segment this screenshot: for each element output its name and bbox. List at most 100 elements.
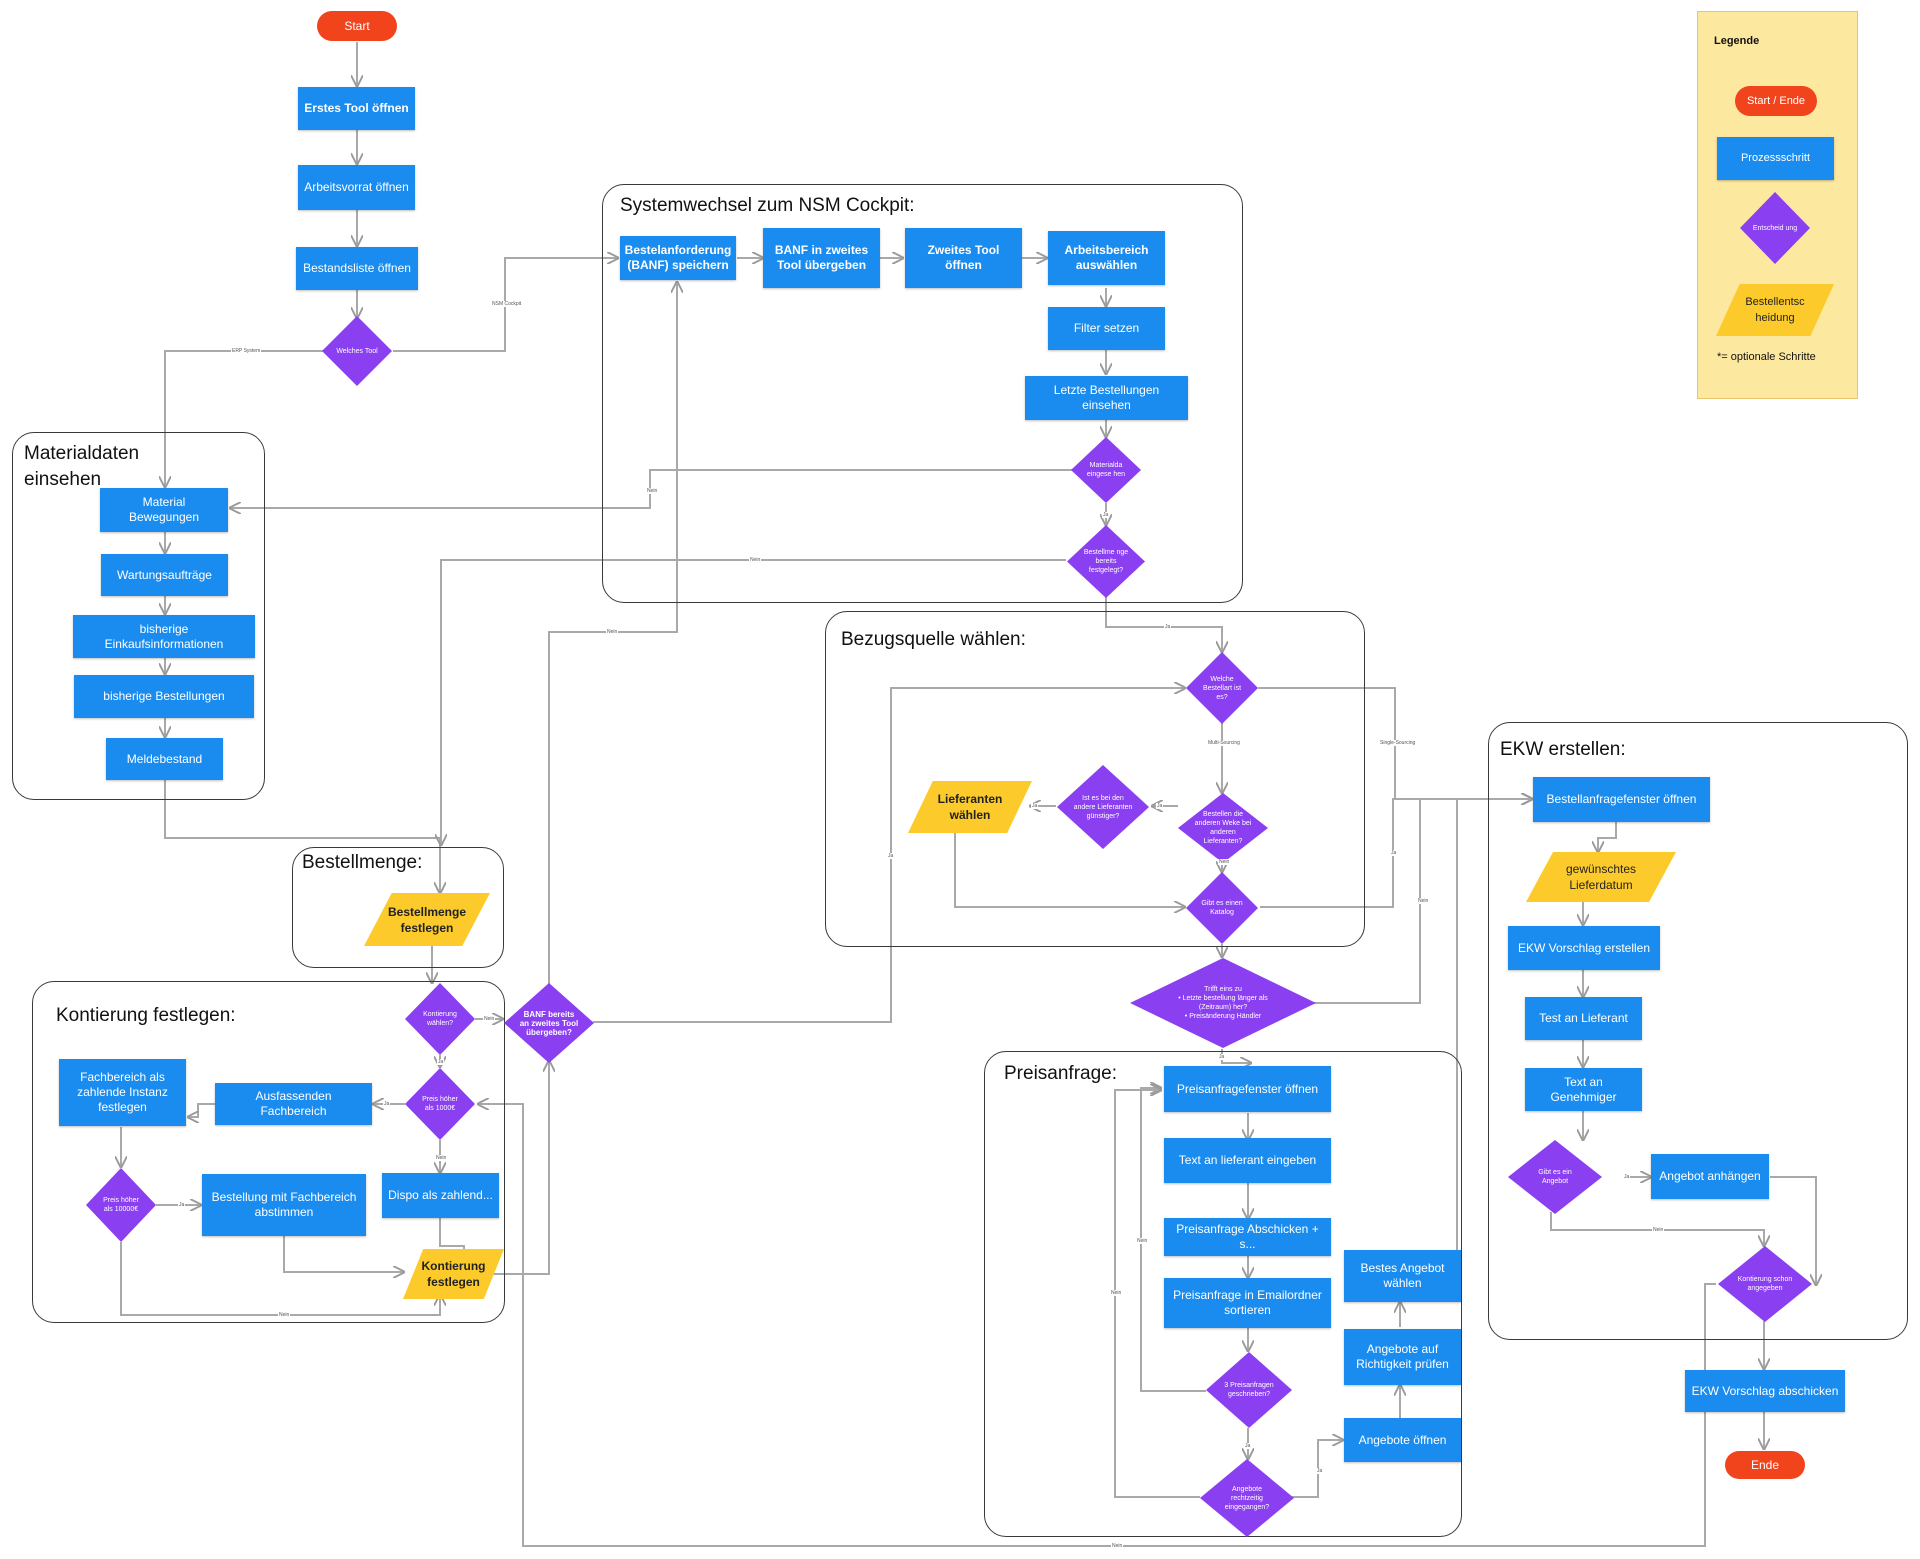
legend-start-ende: Start / Ende	[1735, 86, 1817, 116]
edge-label-nein: Nein	[606, 629, 619, 635]
edge-label-nein: Nein	[1110, 1290, 1123, 1296]
decision-label: Gibt es ein Angebot	[1538, 1169, 1572, 1185]
arbeitsbereich-auswaehlen[interactable]: Arbeitsbereich auswählen	[1048, 231, 1165, 285]
group-title-ekw: EKW erstellen:	[1500, 739, 1626, 760]
edge	[441, 559, 1066, 845]
filter-setzen[interactable]: Filter setzen	[1048, 307, 1165, 350]
edge	[1221, 1049, 1251, 1063]
group-kontierung	[32, 981, 505, 1323]
legend-entscheidung: Entscheid ung	[1740, 192, 1810, 264]
decision-kontierung-waehlen[interactable]: Kontierung wählen?	[405, 983, 475, 1055]
edge-label-ja: Ja	[1390, 850, 1398, 856]
parallelogram-label: Bestellentsc heidung	[1745, 296, 1805, 324]
preisanfragefenster-oeffnen[interactable]: Preisanfragefenster öffnen	[1164, 1066, 1331, 1112]
decision-bestellmenge[interactable]: Bestellme nge bereits festgelegt?	[1067, 525, 1145, 598]
edge-label-nsm: NSM Cockpit	[491, 301, 523, 307]
group-preisanfrage	[984, 1051, 1462, 1537]
dispo-als-zahlend[interactable]: Dispo als zahlend...	[382, 1173, 499, 1218]
group-systemwechsel	[602, 184, 1243, 603]
edge-label-ja: Ja	[1316, 1468, 1324, 1474]
decision-angebote-rechtzeitig[interactable]: Angebote rechtzeitig eingegangen?	[1200, 1459, 1294, 1537]
legend-title: Legende	[1714, 35, 1760, 47]
edge-label-nein: Nein	[278, 1312, 291, 1318]
preisanfrage-sortieren[interactable]: Preisanfrage in Emailordner sortieren	[1164, 1278, 1331, 1328]
edge-label-ja: Ja	[1218, 1054, 1226, 1060]
text-an-genehmiger[interactable]: Text an Genehmiger	[1525, 1068, 1642, 1111]
bisherige-einkaufsinformationen[interactable]: bisherige Einkaufsinformationen	[73, 615, 255, 658]
gewuenschtes-lieferdatum[interactable]: gewünschtes Lieferdatum	[1526, 852, 1676, 902]
lieferanten-waehlen[interactable]: Lieferanten wählen	[908, 781, 1032, 833]
meldebestand[interactable]: Meldebestand	[106, 738, 223, 780]
edge-label-ja: Ja	[1156, 803, 1164, 809]
text-an-lieferant-eingeben[interactable]: Text an lieferant eingeben	[1164, 1138, 1331, 1183]
decision-ist-es-bei-den[interactable]: Ist es bei den andere Lieferanten günsti…	[1057, 765, 1149, 849]
bestandsliste-oeffnen[interactable]: Bestandsliste öffnen	[296, 247, 418, 290]
decision-3-preisanfragen[interactable]: 3 Preisanfragen geschrieben?	[1206, 1352, 1292, 1428]
parallelogram-label: Bestellmenge festlegen	[387, 904, 467, 935]
decision-gibt-es-angebot[interactable]: Gibt es ein Angebot	[1508, 1140, 1602, 1214]
start-terminal[interactable]: Start	[317, 11, 397, 41]
parallelogram-label: Lieferanten wählen	[937, 792, 1003, 822]
preisanfrage-abschicken[interactable]: Preisanfrage Abschicken + s...	[1164, 1218, 1331, 1256]
kontierung-festlegen[interactable]: Kontierung festlegen	[403, 1249, 504, 1299]
decision-welche-bestellart[interactable]: Welche Bestellart ist es?	[1186, 652, 1258, 724]
edge	[283, 1236, 404, 1272]
material-bewegungen[interactable]: Material Bewegungen	[100, 488, 228, 532]
edge-label-nein: Nein	[749, 557, 762, 563]
edge-label-nein: Nein	[483, 1016, 496, 1022]
edge	[491, 1061, 549, 1275]
bestellung-mit-fachbereich[interactable]: Bestellung mit Fachbereich abstimmen	[202, 1174, 366, 1236]
letzte-bestellungen-einsehen[interactable]: Letzte Bestellungen einsehen	[1025, 376, 1188, 420]
group-bestellmenge	[292, 847, 504, 968]
fachbereich-zahlende-instanz[interactable]: Fachbereich als zahlende Instanz festleg…	[59, 1059, 186, 1126]
decision-banf-bereits[interactable]: BANF bereits an zweites Tool übergeben?	[504, 983, 594, 1063]
wartungsauftraege[interactable]: Wartungsaufträge	[101, 554, 228, 596]
decision-kontierung-schon[interactable]: Kontierung schon angegeben	[1718, 1246, 1812, 1322]
ekw-vorschlag-abschicken[interactable]: EKW Vorschlag abschicken	[1685, 1370, 1845, 1412]
angebote-oeffnen[interactable]: Angebote öffnen	[1344, 1418, 1461, 1462]
parallelogram-label: Kontierung festlegen	[421, 1259, 486, 1289]
ausfassenden-fachbereich[interactable]: Ausfassenden Fachbereich	[215, 1083, 372, 1125]
edge-label-ja: Ja	[1102, 512, 1110, 518]
group-title-preisanfrage: Preisanfrage:	[1004, 1063, 1118, 1084]
decision-bestellen-weke[interactable]: Bestellen die anderen Weke bei anderen L…	[1178, 793, 1268, 863]
decision-label: Gibt es einen Katalog	[1201, 900, 1243, 916]
edge-label-nein: Nein	[1111, 1543, 1124, 1549]
group-title-kontierung: Kontierung festlegen:	[56, 1005, 236, 1026]
edge-label-ja: Ja	[383, 1101, 391, 1107]
parallelogram-label: gewünschtes Lieferdatum	[1565, 862, 1637, 892]
ekw-vorschlag-erstellen[interactable]: EKW Vorschlag erstellen	[1508, 926, 1660, 970]
decision-materialdaten[interactable]: Materialda eingese hen	[1071, 437, 1141, 503]
legend-prozessschritt: Prozessschritt	[1717, 137, 1834, 180]
edge-label-ja: Ja	[178, 1202, 186, 1208]
arbeitsvorrat-oeffnen[interactable]: Arbeitsvorrat öffnen	[298, 165, 415, 210]
bestellanfragefenster-oeffnen[interactable]: Bestellanfragefenster öffnen	[1533, 777, 1710, 822]
erstes-tool-oeffnen[interactable]: Erstes Tool öffnen	[298, 87, 415, 130]
angebot-anhaengen[interactable]: Angebot anhängen	[1651, 1154, 1769, 1199]
decision-gibt-es-katalog[interactable]: Gibt es einen Katalog	[1186, 872, 1258, 944]
ende-terminal[interactable]: Ende	[1725, 1451, 1805, 1479]
banf-speichern[interactable]: Bestelanforderung (BANF) speichern	[620, 236, 736, 280]
decision-preis-10000[interactable]: Preis höher als 10000€	[86, 1168, 156, 1242]
bestellmenge-festlegen[interactable]: Bestellmenge festlegen	[364, 893, 490, 946]
edge-label-erp: ERP System	[231, 348, 262, 354]
edge	[164, 780, 440, 893]
zweites-tool-oeffnen[interactable]: Zweites Tool öffnen	[905, 228, 1022, 288]
test-an-lieferant[interactable]: Test an Lieferant	[1525, 997, 1642, 1040]
bestes-angebot-waehlen[interactable]: Bestes Angebot wählen	[1344, 1250, 1461, 1302]
decision-trifft-eins-zu[interactable]: Trifft eins zu • Letzte bestellung länge…	[1130, 958, 1316, 1048]
decision-label: Kontierung schon angegeben	[1737, 1276, 1793, 1292]
decision-label: Materialda eingese hen	[1086, 462, 1126, 478]
decision-label: Trifft eins zu • Letzte bestellung länge…	[1178, 986, 1268, 1020]
bisherige-bestellungen[interactable]: bisherige Bestellungen	[74, 675, 254, 718]
decision-label: Preis höher als 10000€	[103, 1197, 139, 1213]
decision-label: Welches Tool	[336, 347, 378, 355]
edge	[1456, 799, 1532, 1265]
decision-welches-tool[interactable]: Welches Tool	[322, 316, 392, 386]
edge-label-single-sourcing: Single-Sourcing	[1379, 740, 1417, 746]
decision-preis-1000[interactable]: Preis höher als 1000€	[405, 1068, 475, 1140]
edge-label-ja: Ja	[437, 1059, 445, 1065]
angebote-pruefen[interactable]: Angebote auf Richtigkeit prüfen	[1344, 1329, 1461, 1385]
banf-uebergeben[interactable]: BANF in zweites Tool übergeben	[763, 228, 880, 288]
edge-label-nein: Nein	[1136, 1238, 1149, 1244]
